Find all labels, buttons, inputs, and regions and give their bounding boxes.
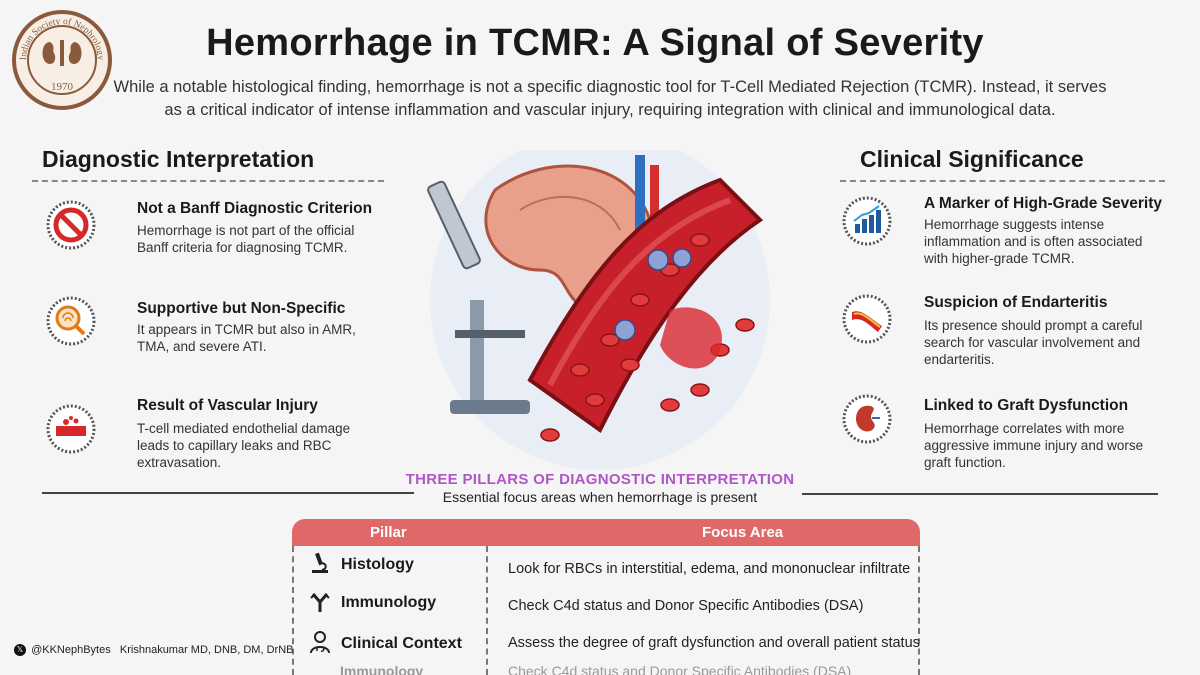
clinical-heading: Clinical Significance (860, 146, 1084, 172)
microscope-illustration (427, 180, 530, 414)
pillars-rule-left (42, 492, 414, 494)
prohibited-icon (46, 200, 96, 250)
clinical-divider (840, 180, 1165, 182)
pillars-title: THREE PILLARS OF DIAGNOSTIC INTERPRETATI… (405, 471, 795, 488)
vessel-injury-icon (46, 404, 96, 454)
clinical-item-text: Its presence should prompt a careful sea… (924, 318, 1143, 367)
table-row-pillar: Immunology (341, 594, 437, 611)
diagnostic-item-title: Result of Vascular Injury (137, 397, 318, 414)
table-row-pillar: Clinical Context (341, 635, 462, 652)
pillars-table-header: Pillar Focus Area (292, 519, 920, 546)
table-row-focus: Look for RBCs in interstitial, edema, an… (508, 561, 911, 577)
social-handle[interactable]: @KKNephBytes (31, 644, 111, 656)
clipped-row-focus: Check C4d status and Donor Specific Anti… (508, 666, 852, 675)
x-logo-icon: 𝕏 (14, 644, 26, 657)
clinical-item-text: Hemorrhage suggests intense inflammation… (924, 217, 1143, 266)
table-row-focus: Assess the degree of graft dysfunction a… (508, 635, 920, 651)
pillars-rule-right (802, 493, 1158, 495)
page-title: Hemorrhage in TCMR: A Signal of Severity (206, 22, 984, 64)
table-row-clipped: Immunology Check C4d status and Donor Sp… (300, 666, 920, 675)
antibody-icon (308, 590, 332, 614)
diagnostic-item-text: It appears in TCMR but also in AMR, TMA,… (137, 322, 356, 354)
clinical-item-title: Suspicion of Endarteritis (924, 294, 1108, 311)
society-logo: Indian Society of Nephrology 1970 (10, 8, 114, 112)
pillars-subtitle: Essential focus areas when hemorrhage is… (442, 489, 758, 505)
clipped-row-pillar: Immunology (340, 666, 424, 675)
pillars-table-body (292, 546, 920, 675)
pillars-column-divider (486, 546, 488, 675)
diagnostic-divider (32, 180, 384, 182)
table-row-focus: Check C4d status and Donor Specific Anti… (508, 598, 864, 614)
logo-year: 1970 (51, 81, 74, 93)
diagnostic-heading: Diagnostic Interpretation (42, 146, 315, 172)
clinical-item-title: Linked to Graft Dysfunction (924, 397, 1129, 414)
column-header-pillar: Pillar (370, 524, 407, 541)
author-name: Krishnakumar MD, DNB, DM, DrNB (119, 644, 294, 656)
artery-icon (842, 294, 892, 344)
clinical-item-text: Hemorrhage correlates with more aggressi… (924, 421, 1144, 470)
page-subtitle: While a notable histological finding, he… (113, 78, 1107, 119)
diagnostic-item-title: Not a Banff Diagnostic Criterion (137, 200, 373, 217)
magnifier-fingerprint-icon (46, 296, 96, 346)
table-row-pillar: Histology (341, 556, 414, 573)
doctor-icon (308, 630, 332, 654)
kidney-icon (842, 394, 892, 444)
diagnostic-item-title: Supportive but Non-Specific (137, 300, 346, 317)
microscope-icon (308, 551, 332, 575)
bar-chart-rising-icon (842, 196, 892, 246)
column-header-focus-area: Focus Area (702, 524, 784, 541)
hemorrhage-illustration (400, 130, 800, 470)
diagnostic-item-text: T-cell mediated endothelial damage leads… (137, 421, 351, 470)
diagnostic-item-text: Hemorrhage is not part of the official B… (137, 223, 355, 255)
clinical-item-title: A Marker of High-Grade Severity (924, 195, 1163, 212)
author-credit: 𝕏 @KKNephBytes Krishnakumar MD, DNB, DM,… (14, 644, 294, 657)
